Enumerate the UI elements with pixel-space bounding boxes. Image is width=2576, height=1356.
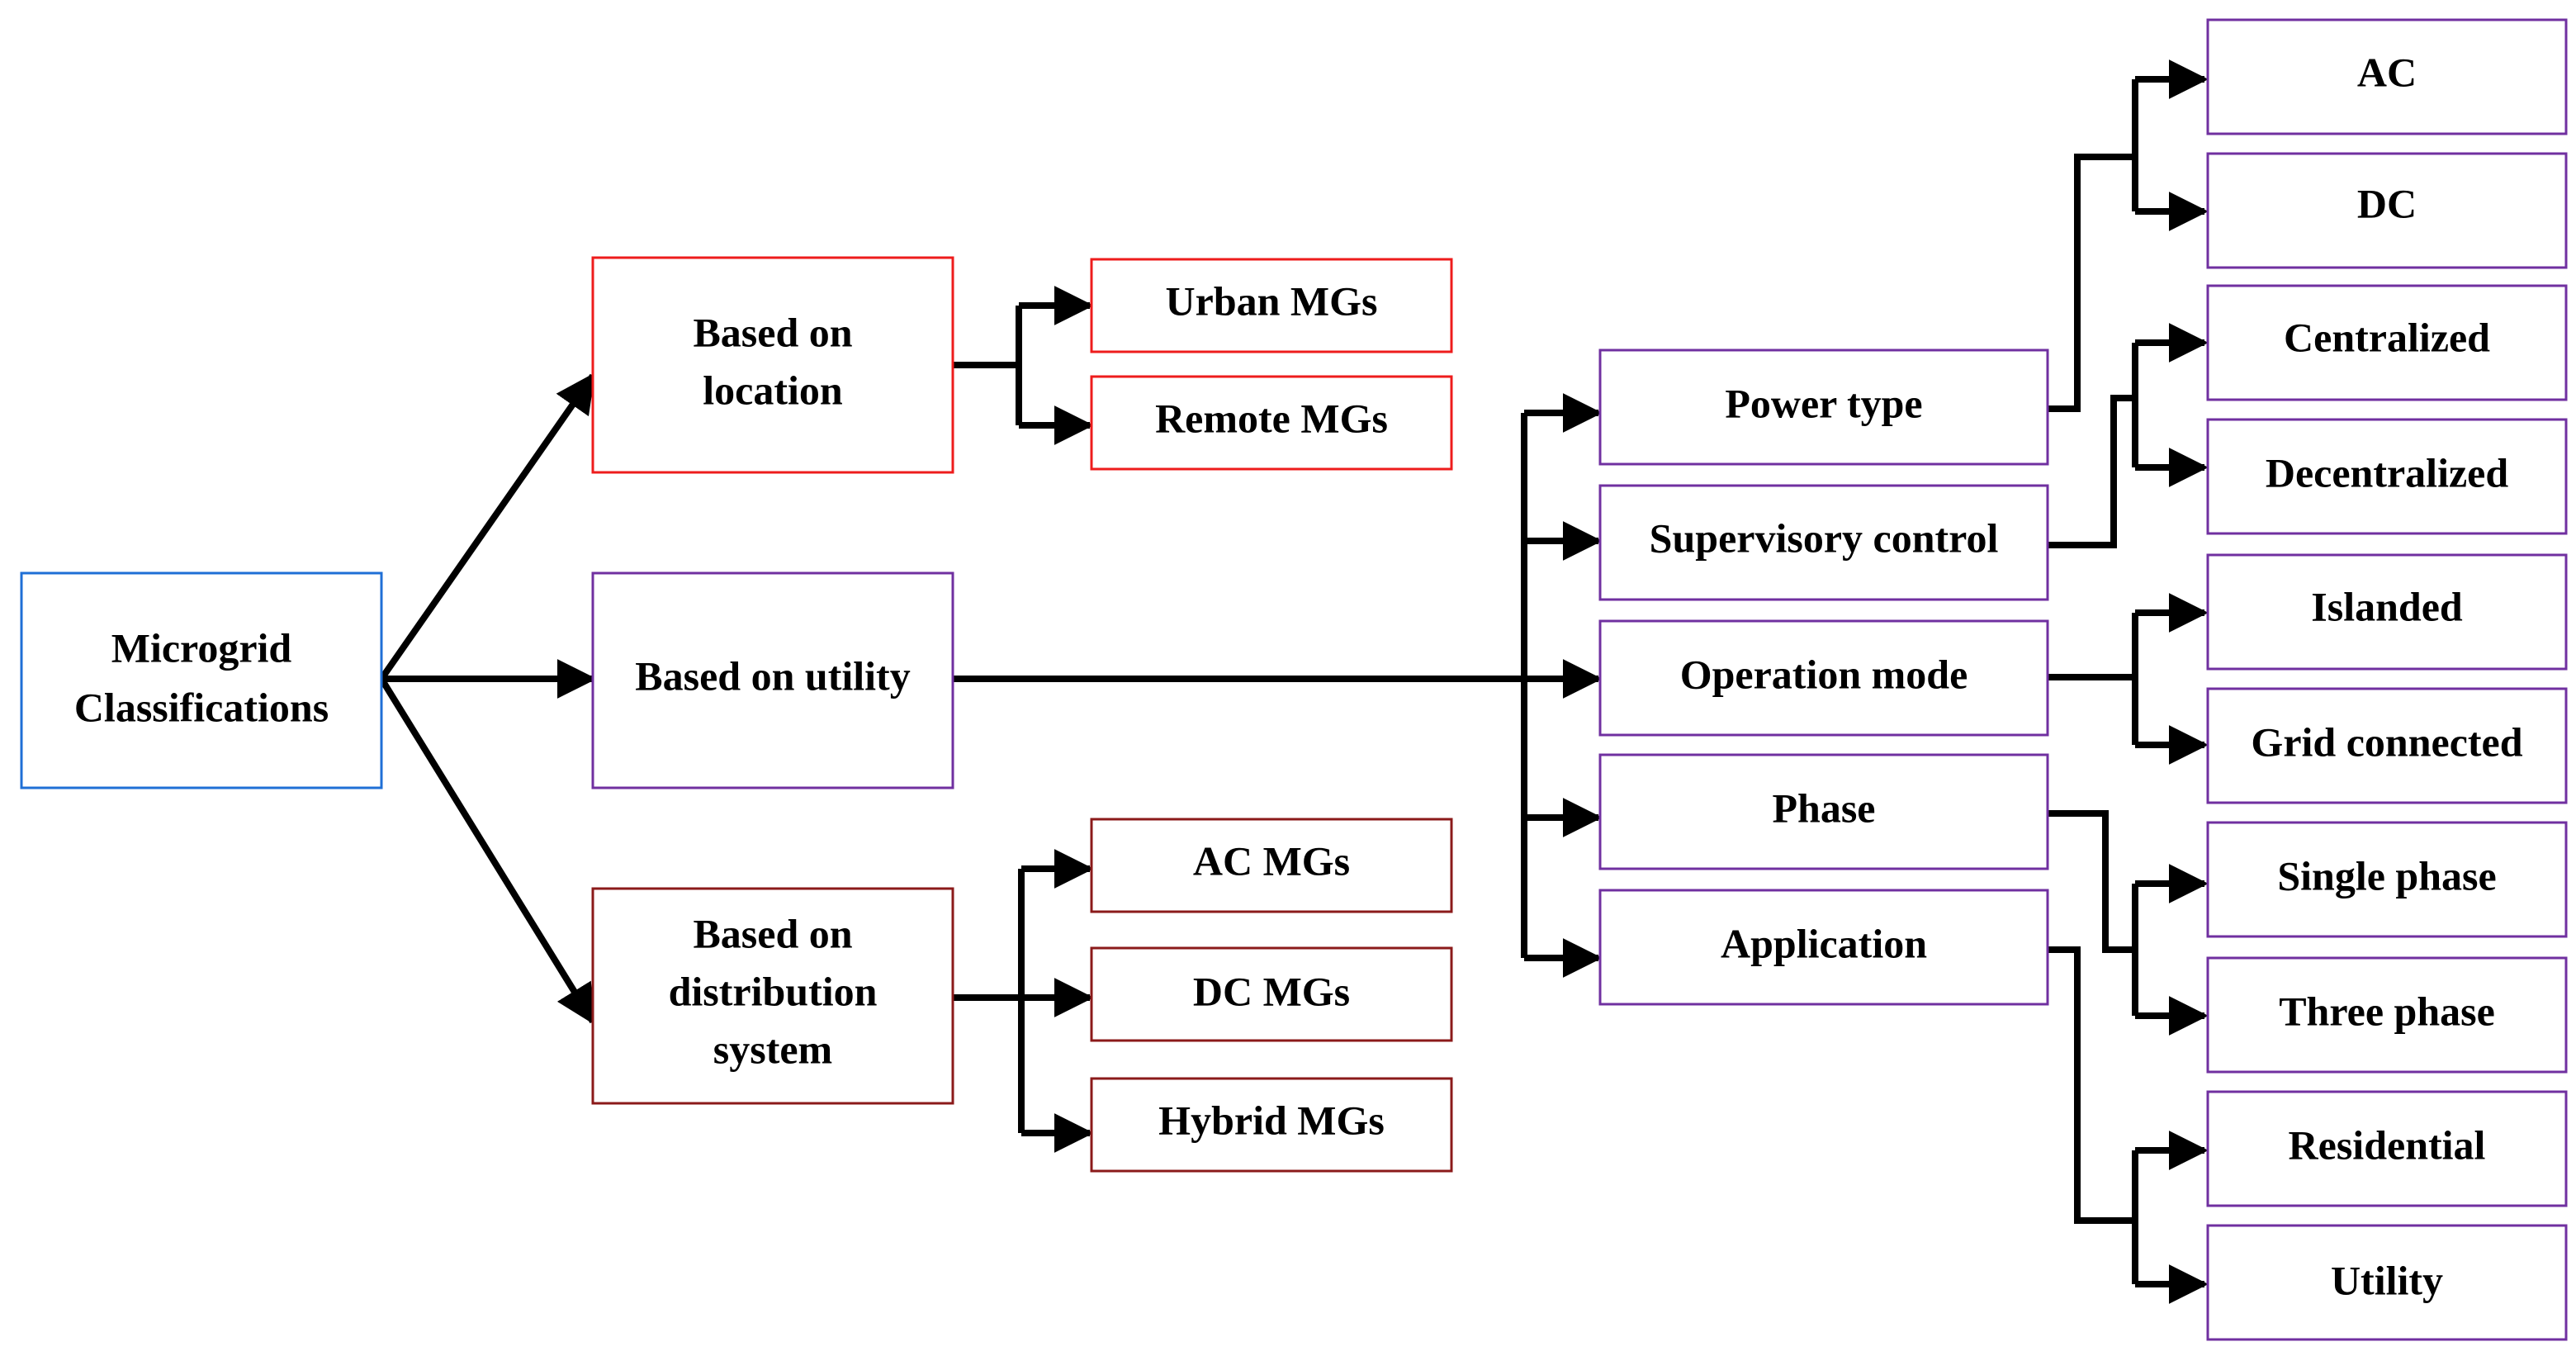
arrow-root-to-location xyxy=(378,372,596,681)
node-centralized-box xyxy=(2206,284,2568,401)
node-urban-mgs-box xyxy=(1090,258,1453,353)
node-three-phase-box xyxy=(2206,956,2568,1074)
node-urban-mgs: Urban MGs xyxy=(1090,258,1453,353)
node-distribution: Based on distribution system xyxy=(591,887,954,1105)
node-single-phase-box xyxy=(2206,821,2568,938)
node-centralized: Centralized xyxy=(2206,284,2568,401)
node-three-phase: Three phase xyxy=(2206,956,2568,1074)
node-islanded: Islanded xyxy=(2206,553,2568,671)
node-application-label: Application xyxy=(1721,920,1927,966)
connector-phase xyxy=(2048,810,2138,1016)
node-utility-application-box xyxy=(2206,1224,2568,1341)
node-decentralized-label: Decentralized xyxy=(2266,449,2509,495)
node-remote-mgs: Remote MGs xyxy=(1090,375,1453,471)
node-residential: Residential xyxy=(2206,1090,2568,1207)
node-islanded-box xyxy=(2206,553,2568,671)
node-grid-connected-box xyxy=(2206,687,2568,804)
node-operation-mode-box xyxy=(1598,619,2049,737)
node-location: Based on location xyxy=(591,256,954,474)
node-power-dc-label: DC xyxy=(2357,180,2417,226)
node-urban-mgs-label: Urban MGs xyxy=(1166,277,1378,324)
node-root-line-2: Classifications xyxy=(74,684,329,730)
node-power-type: Power type xyxy=(1598,348,2049,466)
node-root: Microgrid Classifications xyxy=(20,571,383,789)
node-power-dc-box xyxy=(2206,152,2568,269)
node-hybrid-mgs: Hybrid MGs xyxy=(1090,1077,1453,1173)
node-remote-mgs-label: Remote MGs xyxy=(1155,395,1388,441)
node-location-box xyxy=(591,256,954,474)
connector-power-type xyxy=(2048,79,2138,412)
node-power-ac: AC xyxy=(2206,18,2568,135)
node-power-type-label: Power type xyxy=(1725,380,1922,426)
node-ac-mgs-box xyxy=(1090,818,1453,913)
node-centralized-label: Centralized xyxy=(2284,314,2490,360)
node-remote-mgs-box xyxy=(1090,375,1453,471)
node-operation-mode-label: Operation mode xyxy=(1680,651,1968,697)
node-three-phase-label: Three phase xyxy=(2279,988,2495,1034)
connector-location-trunk xyxy=(953,306,1022,425)
node-dc-mgs-label: DC MGs xyxy=(1193,968,1350,1014)
node-single-phase: Single phase xyxy=(2206,821,2568,938)
connector-utility-trunk xyxy=(953,413,1527,958)
node-power-ac-box xyxy=(2206,18,2568,135)
node-dc-mgs: DC MGs xyxy=(1090,946,1453,1042)
node-supervisory-control-label: Supervisory control xyxy=(1650,514,1999,561)
node-hybrid-mgs-label: Hybrid MGs xyxy=(1158,1097,1385,1143)
node-residential-box xyxy=(2206,1090,2568,1207)
node-ac-mgs: AC MGs xyxy=(1090,818,1453,913)
node-grid-connected-label: Grid connected xyxy=(2251,718,2522,765)
node-distribution-line-2: distribution xyxy=(669,968,878,1014)
node-ac-mgs-label: AC MGs xyxy=(1193,837,1350,884)
node-islanded-label: Islanded xyxy=(2311,583,2463,629)
node-phase: Phase xyxy=(1598,753,2049,870)
node-utility-label: Based on utility xyxy=(635,652,910,699)
node-utility: Based on utility xyxy=(591,571,954,789)
connector-operation xyxy=(2048,613,2138,745)
node-application: Application xyxy=(1598,889,2049,1006)
node-grid-connected: Grid connected xyxy=(2206,687,2568,804)
node-location-line-2: location xyxy=(703,367,843,413)
node-distribution-line-1: Based on xyxy=(693,910,852,956)
node-root-box xyxy=(20,571,383,789)
node-phase-label: Phase xyxy=(1773,785,1876,831)
node-utility-application-label: Utility xyxy=(2331,1257,2443,1303)
node-decentralized-box xyxy=(2206,418,2568,535)
node-supervisory-control-box xyxy=(1598,484,2049,601)
connectors xyxy=(378,59,2209,1304)
node-hybrid-mgs-box xyxy=(1090,1077,1453,1173)
node-power-type-box xyxy=(1598,348,2049,466)
node-supervisory-control: Supervisory control xyxy=(1598,484,2049,601)
node-power-dc: DC xyxy=(2206,152,2568,269)
node-location-line-1: Based on xyxy=(693,309,852,355)
node-residential-label: Residential xyxy=(2289,1121,2486,1168)
node-power-ac-label: AC xyxy=(2357,49,2417,95)
node-phase-box xyxy=(1598,753,2049,870)
node-dc-mgs-box xyxy=(1090,946,1453,1042)
node-utility-application: Utility xyxy=(2206,1224,2568,1341)
node-utility-box xyxy=(591,571,954,789)
node-root-line-1: Microgrid xyxy=(111,624,292,671)
node-distribution-box xyxy=(591,887,954,1105)
connector-supervisory xyxy=(2048,343,2138,548)
node-distribution-line-3: system xyxy=(713,1026,832,1072)
node-decentralized: Decentralized xyxy=(2206,418,2568,535)
node-operation-mode: Operation mode xyxy=(1598,619,2049,737)
node-application-box xyxy=(1598,889,2049,1006)
connector-application xyxy=(2048,946,2138,1284)
arrow-root-to-distribution xyxy=(378,676,596,1026)
node-single-phase-label: Single phase xyxy=(2277,852,2496,898)
